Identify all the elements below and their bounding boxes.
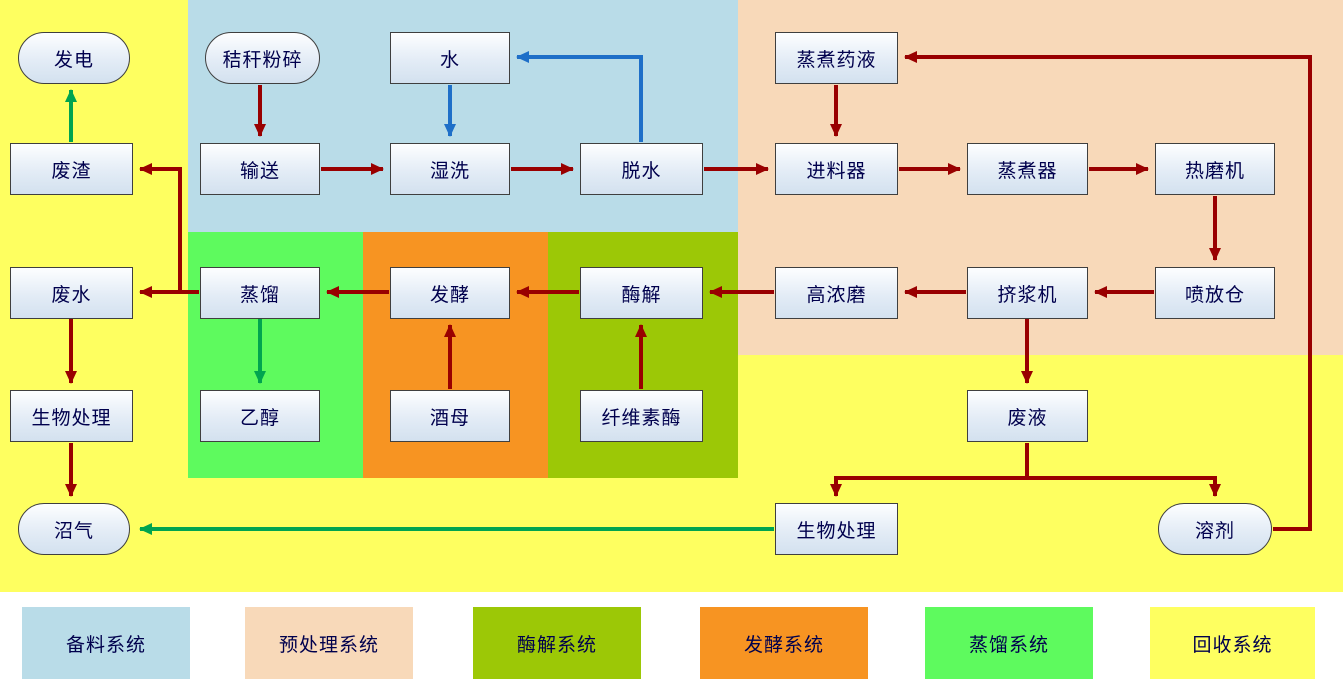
legend-fermentation-system: 发酵系统 <box>700 607 868 679</box>
legend-enzymolysis-system: 酶解系统 <box>473 607 641 679</box>
node-cooking-liquor: 蒸煮药液 <box>775 32 898 84</box>
node-power: 发电 <box>18 32 130 84</box>
node-cooker: 蒸煮器 <box>967 143 1088 195</box>
node-bio-treatment-left: 生物处理 <box>10 390 133 442</box>
legend-distillation-system: 蒸馏系统 <box>925 607 1093 679</box>
node-biogas: 沼气 <box>18 503 130 555</box>
node-solvent: 溶剂 <box>1158 503 1272 555</box>
node-bio-treatment-bottom: 生物处理 <box>775 503 898 555</box>
node-water: 水 <box>390 32 510 84</box>
legend-preparation-system: 备料系统 <box>22 607 190 679</box>
node-hot-mill: 热磨机 <box>1155 143 1275 195</box>
node-yeast: 酒母 <box>390 390 510 442</box>
node-screw-press: 挤浆机 <box>967 267 1088 319</box>
node-distillation: 蒸馏 <box>200 267 320 319</box>
node-straw-crushing: 秸秆粉碎 <box>205 32 320 84</box>
node-conveying: 输送 <box>200 143 320 195</box>
node-dewatering: 脱水 <box>580 143 703 195</box>
node-fermentation: 发酵 <box>390 267 510 319</box>
legend-pretreatment-system: 预处理系统 <box>245 607 413 679</box>
node-ethanol: 乙醇 <box>200 390 320 442</box>
node-waste-liquid: 废液 <box>967 390 1088 442</box>
node-enzymolysis: 酶解 <box>580 267 703 319</box>
node-blow-tank: 喷放仓 <box>1155 267 1275 319</box>
node-waste-water: 废水 <box>10 267 133 319</box>
node-waste-residue: 废渣 <box>10 143 133 195</box>
node-cellulase: 纤维素酶 <box>580 390 703 442</box>
node-high-consistency-mill: 高浓磨 <box>775 267 898 319</box>
node-feeder: 进料器 <box>775 143 898 195</box>
legend-recovery-system: 回收系统 <box>1150 607 1315 679</box>
node-wet-washing: 湿洗 <box>390 143 510 195</box>
